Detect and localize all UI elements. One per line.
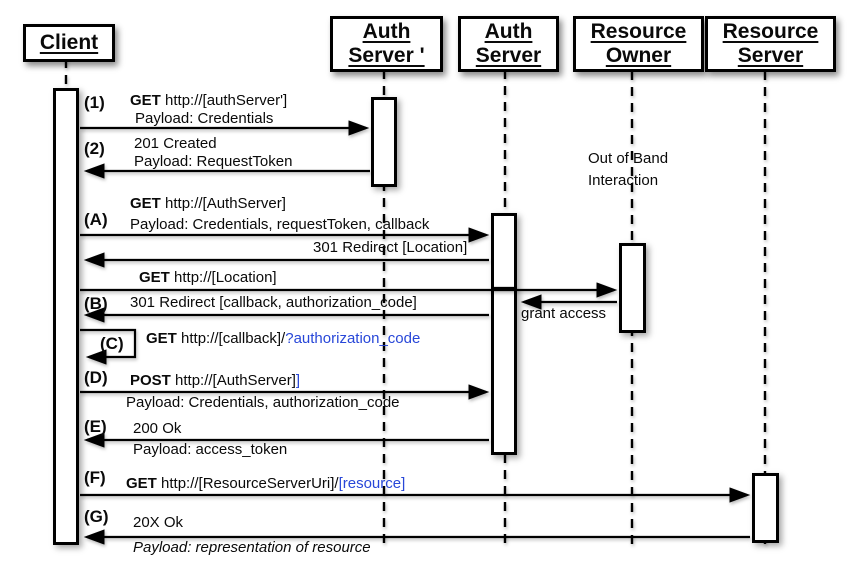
actor-auth-server-prime-line2: Server ' <box>348 44 425 67</box>
message-1-payload: Payload: Credentials <box>135 110 274 127</box>
message-d-payload: Payload: Credentials, authorization_code <box>126 394 400 411</box>
actor-resource-owner-line2: Owner <box>605 44 672 67</box>
actor-client: Client <box>23 24 115 62</box>
activation-resource-server <box>752 473 779 543</box>
actor-resource-server: Resource Server <box>705 16 836 72</box>
message-g-payload: Payload: representation of resource <box>133 539 371 556</box>
message-a-request: GET http://[AuthServer] <box>130 195 286 212</box>
step-label-e: (E) <box>84 417 107 436</box>
message-e-payload: Payload: access_token <box>133 441 288 458</box>
step-label-f: (F) <box>84 468 106 487</box>
step-label-2: (2) <box>84 139 105 158</box>
message-1-request: GET http://[authServer'] <box>130 92 288 109</box>
activation-resource-owner <box>619 243 646 333</box>
message-get-location: GET http://[Location] <box>139 269 277 286</box>
step-label-c: (C) <box>100 334 124 353</box>
activation-client <box>53 88 79 545</box>
actor-resource-owner-line1: Resource <box>590 20 687 43</box>
step-label-b: (B) <box>84 294 108 313</box>
actor-resource-owner: Resource Owner <box>573 16 704 72</box>
actor-resource-server-line1: Resource <box>722 20 819 43</box>
actor-auth-server-prime-line1: Auth <box>362 20 411 43</box>
step-label-a: (A) <box>84 210 108 229</box>
message-f-request: GET http://[ResourceServerUri]/[resource… <box>126 475 406 492</box>
out-of-band-line1: Out of Band <box>588 150 669 167</box>
activation-auth-server <box>491 213 517 455</box>
actor-client-label: Client <box>39 31 99 54</box>
step-label-g: (G) <box>84 507 109 526</box>
message-d-request: POST http://[AuthServer]] <box>130 372 301 389</box>
out-of-band-note: Out of Band Interaction <box>588 148 668 192</box>
message-c-request: GET http://[callback]/?authorization_cod… <box>146 330 421 347</box>
message-g-status: 20X Ok <box>133 514 184 531</box>
actor-auth-server-line1: Auth <box>484 20 533 43</box>
message-a-payload: Payload: Credentials, requestToken, call… <box>130 216 430 233</box>
message-301-location: 301 Redirect [Location] <box>313 239 468 256</box>
actor-auth-server-prime: Auth Server ' <box>330 16 443 72</box>
step-label-d: (D) <box>84 368 108 387</box>
out-of-band-line2: Interaction <box>588 172 659 189</box>
step-label-1: (1) <box>84 93 105 112</box>
actor-auth-server: Auth Server <box>458 16 559 72</box>
activation-auth-server-prime <box>371 97 397 187</box>
grant-access-label: grant access <box>521 305 607 322</box>
actor-resource-server-line2: Server <box>737 44 804 67</box>
message-2-payload: Payload: RequestToken <box>134 153 293 170</box>
actor-auth-server-line2: Server <box>475 44 542 67</box>
message-2-status: 201 Created <box>134 135 217 152</box>
message-e-status: 200 Ok <box>133 420 182 437</box>
message-b-status: 301 Redirect [callback, authorization_co… <box>130 294 417 311</box>
